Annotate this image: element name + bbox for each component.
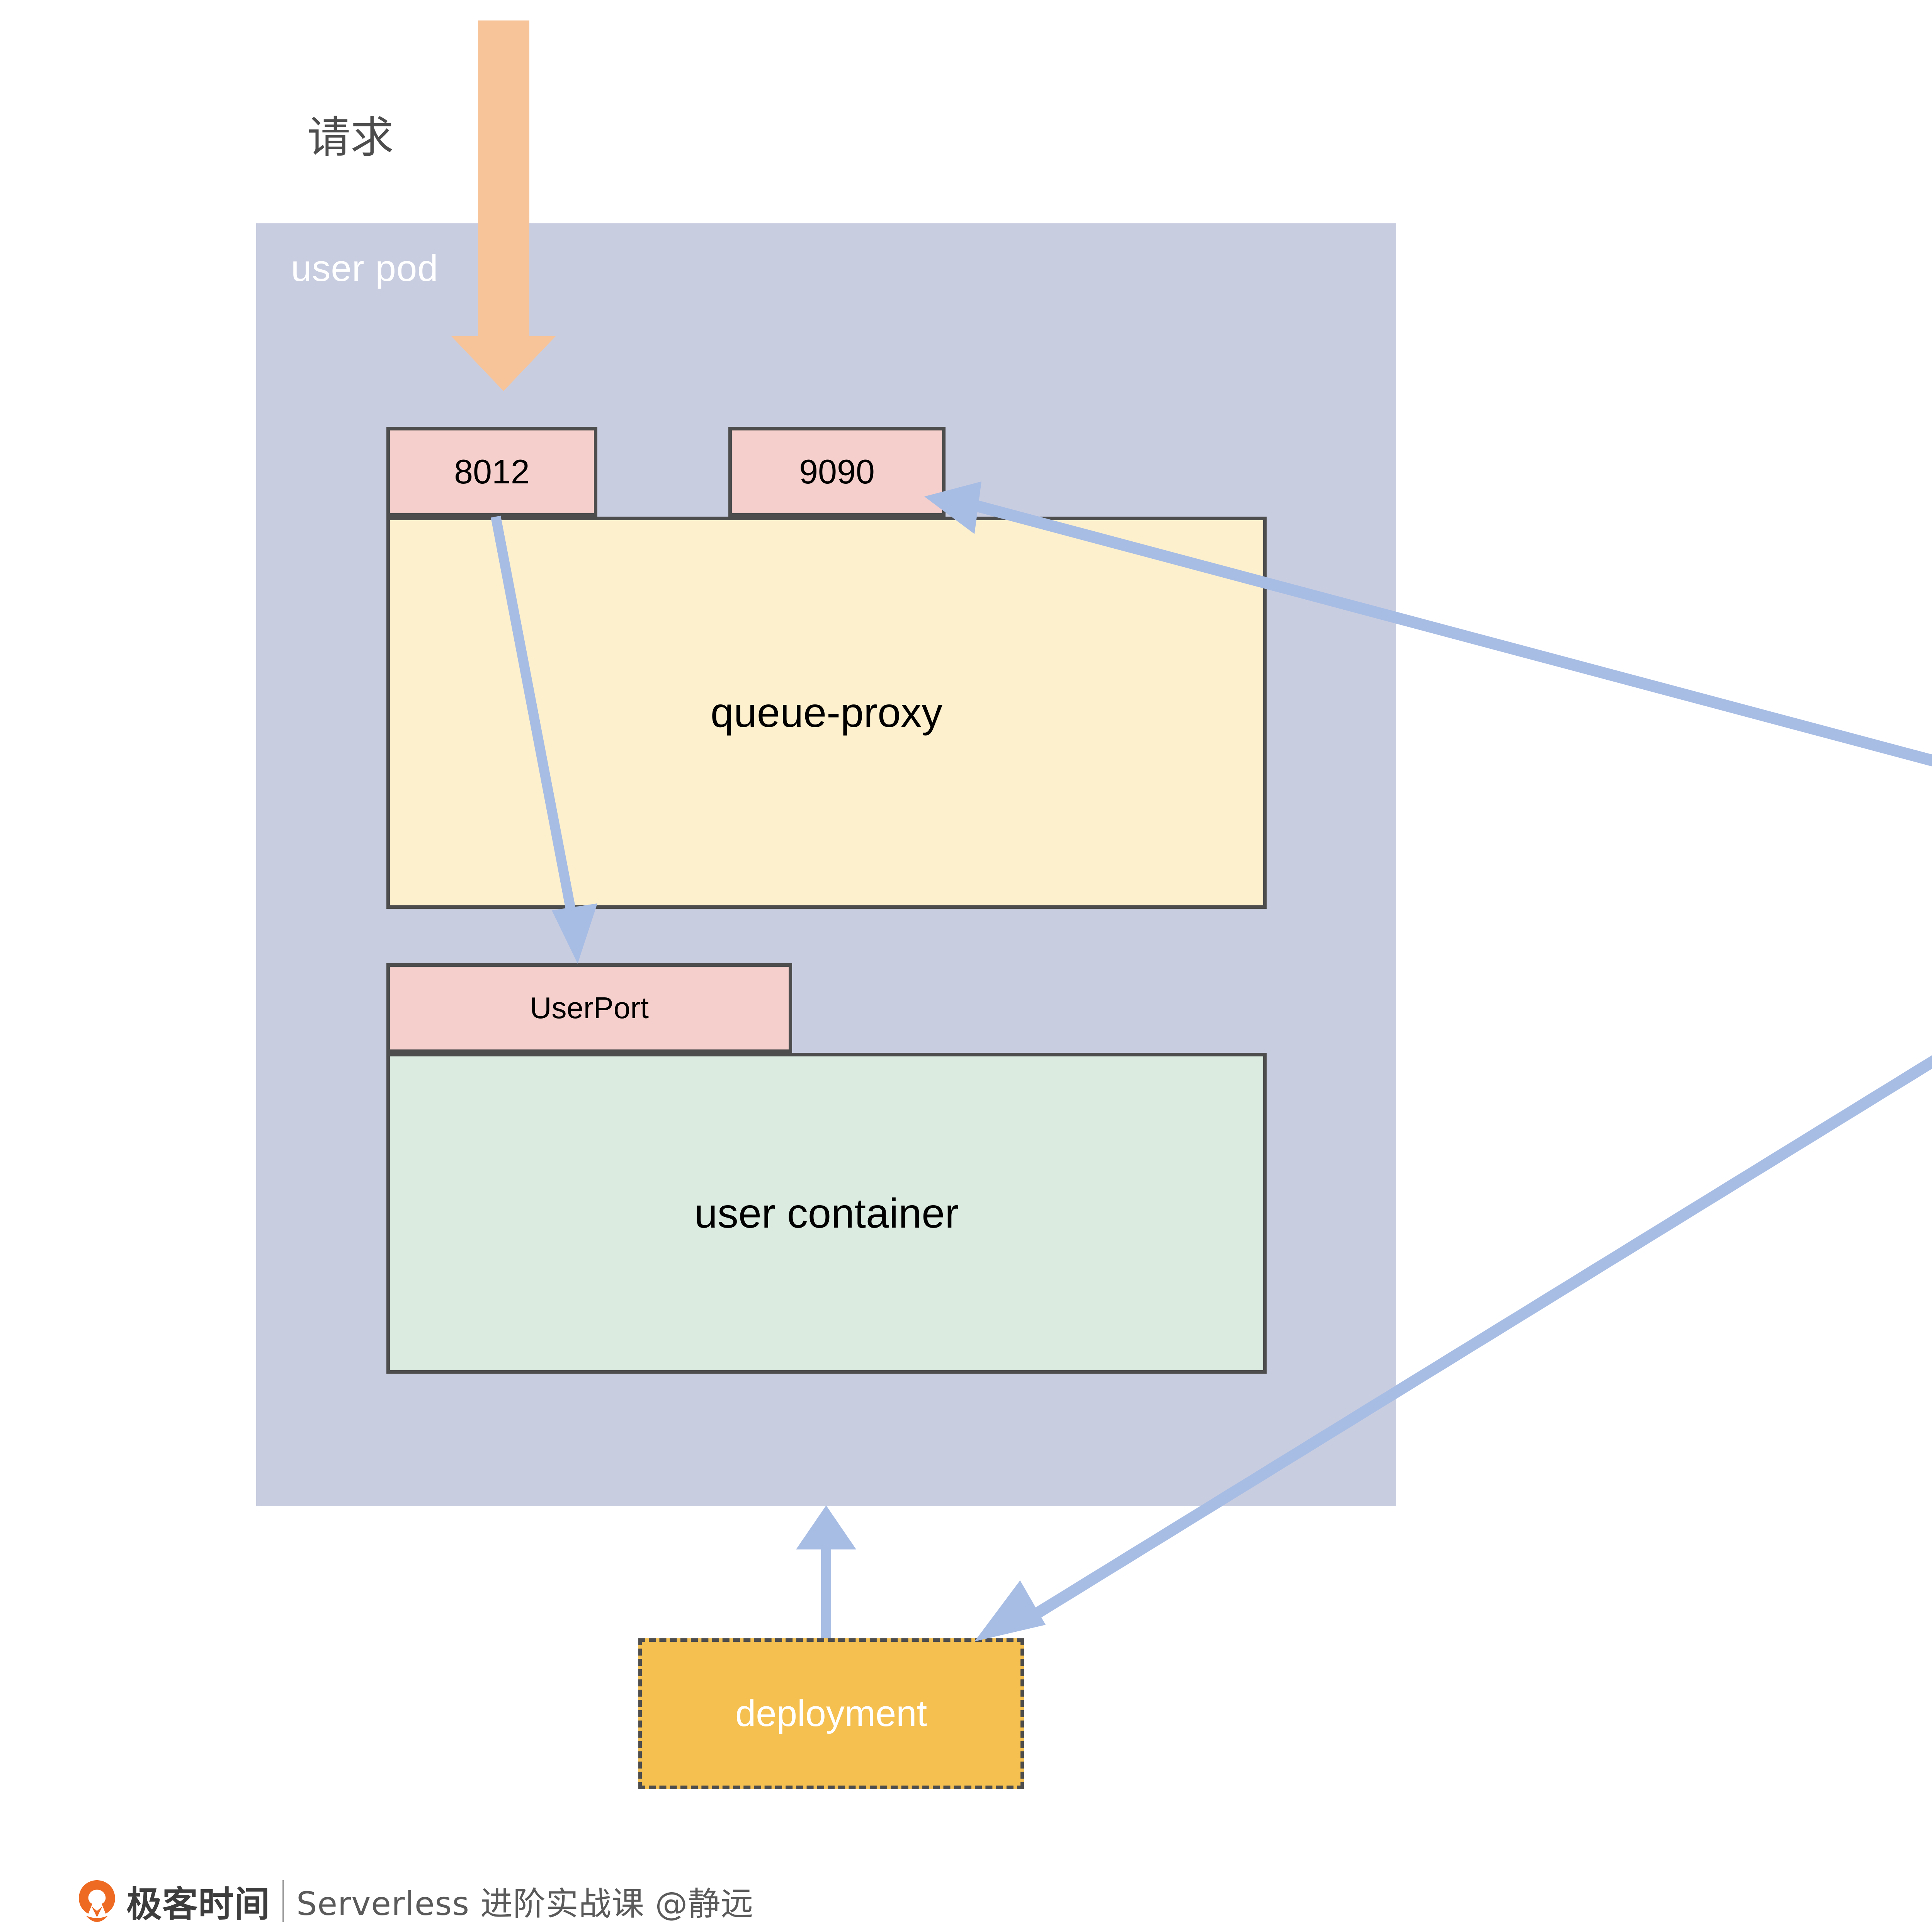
queue-proxy-node[interactable]: queue-proxy: [386, 517, 1267, 909]
edge-deployment-to-pod: [796, 1505, 856, 1638]
user-port-node[interactable]: UserPort: [386, 963, 792, 1053]
port-9090-label: 9090: [799, 452, 875, 491]
port-9090-node[interactable]: 9090: [728, 427, 946, 517]
footer-watermark: 极客时间 Serverless 进阶实战课 @静远: [75, 1872, 753, 1930]
footer-brand: 极客时间: [126, 1883, 270, 1925]
footer-subtitle: Serverless 进阶实战课 @静远: [296, 1884, 754, 1923]
deployment-label: deployment: [735, 1692, 927, 1734]
port-8012-node[interactable]: 8012: [386, 427, 597, 517]
user-container-label: user container: [694, 1189, 959, 1236]
geekbang-logo-icon: [79, 1880, 115, 1922]
queue-proxy-label: queue-proxy: [710, 689, 943, 736]
user-pod-label: user pod: [291, 248, 439, 289]
user-container-node[interactable]: user container: [386, 1053, 1267, 1374]
user-port-label: UserPort: [530, 991, 649, 1025]
request-label: 请求: [307, 112, 394, 163]
port-8012-label: 8012: [454, 452, 530, 491]
deployment-node[interactable]: deployment: [638, 1638, 1024, 1789]
footer-divider: [282, 1880, 284, 1922]
